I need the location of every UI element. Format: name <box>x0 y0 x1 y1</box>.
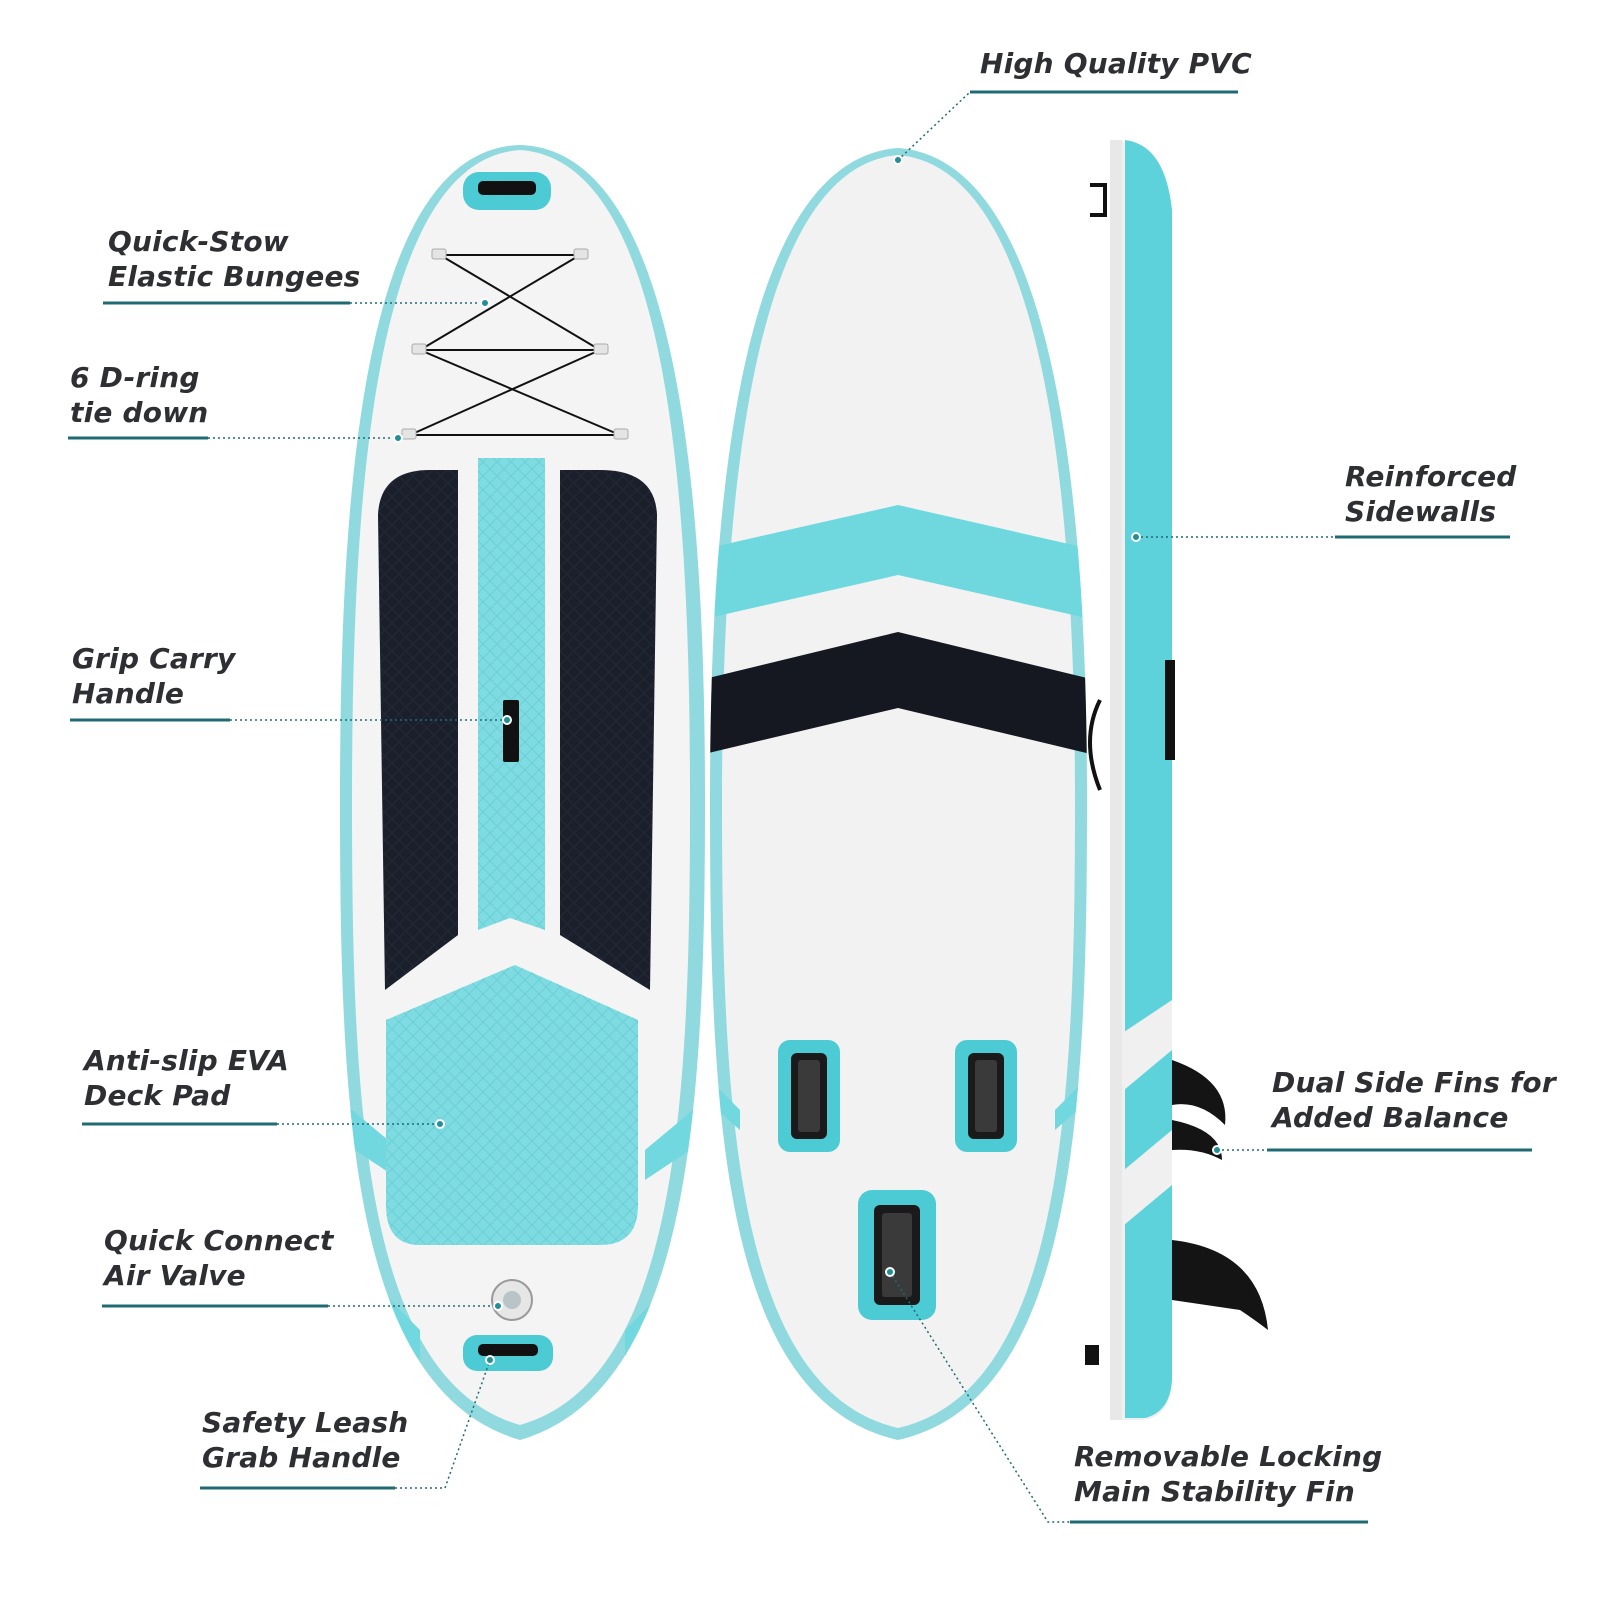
board-side-view <box>1085 140 1268 1420</box>
hull-teal-chevron <box>710 505 1087 620</box>
side-fin-box-left <box>778 1040 840 1152</box>
callout-line: tie down <box>70 396 209 429</box>
carry-handle <box>503 700 519 762</box>
callout-line: Reinforced <box>1345 460 1517 493</box>
side-fin-box-right <box>955 1040 1017 1152</box>
callout-line: Main Stability Fin <box>1074 1475 1355 1508</box>
tail-handle <box>478 1344 538 1356</box>
board-top-view <box>340 145 705 1440</box>
callout-line: Dual Side Fins for <box>1272 1066 1556 1099</box>
callout-line: Quick Connect <box>104 1224 334 1257</box>
hull-black-chevron <box>710 632 1087 755</box>
callout-line: Handle <box>72 677 185 710</box>
callout-high-quality-pvc: High Quality PVC <box>980 46 1252 81</box>
callout-line: High Quality PVC <box>980 47 1252 80</box>
callout-reinforced-sidewalls: Reinforced Sidewalls <box>1345 459 1517 529</box>
bungee-cords <box>409 254 621 436</box>
callout-line: Removable Locking <box>1074 1440 1383 1473</box>
side-rail-teal <box>1125 140 1172 1418</box>
callout-line: Grab Handle <box>202 1441 401 1474</box>
callout-line: Grip Carry <box>72 642 236 675</box>
d-rings <box>401 248 629 440</box>
callout-line: Quick-Stow <box>108 225 289 258</box>
callout-grip-carry-handle: Grip Carry Handle <box>72 641 236 711</box>
side-fin-lower <box>1172 1120 1222 1160</box>
callout-line: Air Valve <box>104 1259 246 1292</box>
callout-d-ring-tie-down: 6 D-ring tie down <box>70 360 208 430</box>
callout-line: Added Balance <box>1272 1101 1509 1134</box>
callout-safety-leash-grab-handle: Safety Leash Grab Handle <box>202 1405 408 1475</box>
board-bottom-view <box>710 148 1087 1440</box>
nose-handle <box>478 181 536 195</box>
callout-line: 6 D-ring <box>70 361 200 394</box>
callout-dots <box>393 155 1222 1365</box>
callout-line: Safety Leash <box>202 1406 409 1439</box>
callout-line: Deck Pad <box>84 1079 231 1112</box>
callout-anti-slip-deck-pad: Anti-slip EVA Deck Pad <box>84 1043 289 1113</box>
center-fin-box <box>858 1190 936 1320</box>
callout-quick-connect-air-valve: Quick Connect Air Valve <box>104 1223 334 1293</box>
callout-quick-stow-bungees: Quick-Stow Elastic Bungees <box>108 224 361 294</box>
callout-line: Sidewalls <box>1345 495 1497 528</box>
callout-dual-side-fins: Dual Side Fins for Added Balance <box>1272 1065 1556 1135</box>
callout-line: Anti-slip EVA <box>84 1044 290 1077</box>
main-fin-side <box>1172 1240 1268 1330</box>
callout-line: Elastic Bungees <box>108 260 361 293</box>
side-fin-upper <box>1172 1060 1226 1125</box>
callout-removable-locking-fin: Removable Locking Main Stability Fin <box>1074 1439 1382 1509</box>
callout-leaders <box>68 90 1532 1524</box>
